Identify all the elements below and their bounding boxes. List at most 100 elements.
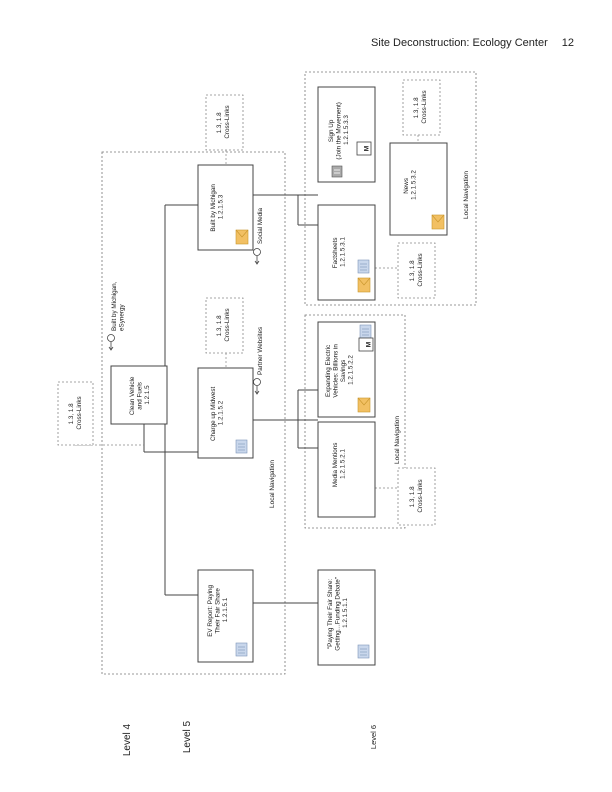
node-line: 1.2.1.5.1.1 <box>342 598 349 628</box>
level-5-label: Level 5 <box>182 720 193 753</box>
node-line: Expanding Electric <box>325 345 332 397</box>
m-badge-box <box>358 337 374 352</box>
m-badge-box <box>356 141 372 156</box>
cross-links-ref: 1.3, 1.8 <box>409 260 416 282</box>
external-link-label: Built by Michigan, eSynergy <box>111 280 126 331</box>
node-line: Clean Vehicle <box>129 376 136 415</box>
clean-vehicle-label: Clean Vehicle and Fuels 1.2.1.5 <box>129 375 151 415</box>
node-line: 1.2.1.5.3 <box>218 194 225 219</box>
clean-vehicle-box <box>110 365 168 425</box>
mail-icon <box>357 397 371 413</box>
page-title: Site Deconstruction: Ecology Center <box>371 37 548 49</box>
node-line: 1.2.1.5.3.3 <box>343 115 350 145</box>
cross-links-ref: 1.3, 1.8 <box>68 403 75 425</box>
cross-links-text: Cross-Links <box>421 90 428 123</box>
node-line: and Fuels <box>137 382 144 410</box>
node-line: Factsheets <box>332 237 339 268</box>
node-line: 1.2.1.5 <box>144 385 151 405</box>
node-line: Getting…Funding Debate" <box>335 577 342 651</box>
node-line: Savings <box>340 360 347 382</box>
local-navigation-label: Local Navigation <box>394 416 401 464</box>
m-badge: M <box>366 342 373 347</box>
ev-report-label: EV Report: Paying Their Fair Share 1.2.1… <box>207 583 229 637</box>
charge-up-midwest-group-box <box>304 314 406 529</box>
page-header: Site Deconstruction: Ecology Center 12 <box>371 37 574 49</box>
mail-icon <box>235 229 249 245</box>
media-mentions-box <box>317 421 376 518</box>
node-line: 1.2.1.5.2.1 <box>340 449 347 479</box>
cross-links-text: Cross-Links <box>417 479 424 512</box>
document-icon <box>359 324 372 339</box>
cross-links-label: 1.3, 1.8 Cross-Links <box>409 253 424 286</box>
external-link-line: Built by Michigan, <box>111 281 118 331</box>
cross-links-box <box>402 79 441 136</box>
paying-fair-share-label: "Paying Their Fair Share: Getting…Fundin… <box>327 575 349 650</box>
form-icons <box>331 165 343 178</box>
cross-links-box <box>397 467 436 526</box>
local-navigation-label: Local Navigation <box>463 171 470 219</box>
local-navigation-label: Local Navigation <box>269 460 276 508</box>
cross-links-text: Cross-Links <box>76 396 83 429</box>
node-line: Their Fair Share <box>215 588 222 634</box>
document-icon <box>235 439 248 454</box>
social-media-label: Social Media <box>257 207 264 244</box>
media-mentions-label: Media Mentions 1.2.1.5.2.1 <box>332 441 347 487</box>
node-line: Vehicles: Billions in <box>333 344 340 398</box>
news-label: News 1.2.1.5.3.2 <box>403 170 418 200</box>
cross-links-box <box>205 94 244 151</box>
document-icon <box>357 644 370 659</box>
page-number: 12 <box>561 37 574 49</box>
charge-up-midwest-label: Charge up Midwest 1.2.1.5.2 <box>210 385 225 441</box>
node-line: 1.2.1.5.2 <box>218 400 225 425</box>
level-6-label: Level 6 <box>369 725 378 749</box>
cross-links-label: 1.3, 1.8 Cross-Links <box>68 396 83 429</box>
node-line: Media Mentions <box>332 443 339 487</box>
cross-links-label: 1.3, 1.8 Cross-Links <box>409 479 424 512</box>
m-badges <box>356 141 374 352</box>
built-by-michigan-group-box <box>304 71 477 306</box>
node-line: 1.2.1.5.1 <box>222 597 229 622</box>
node-line: (Join the Movement) <box>336 102 343 159</box>
cross-links-box <box>205 297 244 354</box>
sign-up-label: Sign Up (Join the Movement) 1.2.1.5.3.3 <box>328 100 350 159</box>
node-line: 1.2.1.5.2.2 <box>348 355 355 385</box>
cross-links-box <box>57 381 94 446</box>
cross-links-text: Cross-Links <box>224 105 231 138</box>
external-link-arrows <box>107 248 261 395</box>
cross-links-label: 1.3, 1.8 Cross-Links <box>216 308 231 341</box>
cross-links-ref: 1.3, 1.8 <box>413 97 420 119</box>
mail-icons <box>235 214 445 413</box>
node-line: "Paying Their Fair Share: <box>327 578 334 649</box>
cross-links-ref: 1.3, 1.8 <box>216 315 223 337</box>
cross-links-label: 1.3, 1.8 Cross-Links <box>413 90 428 123</box>
external-link-arrow-icon <box>107 334 115 351</box>
level5-group-box <box>101 151 286 675</box>
document-icon <box>357 259 370 274</box>
external-link-line: eSynergy <box>119 304 126 331</box>
cross-links-ref: 1.3, 1.8 <box>409 486 416 508</box>
external-link-arrow-icon <box>253 248 261 265</box>
node-line: Built by Michigan <box>210 184 217 232</box>
document-icon <box>235 642 248 657</box>
node-line: 1.2.1.5.3.1 <box>340 237 347 267</box>
m-badge: M <box>364 146 371 151</box>
cross-links-text: Cross-Links <box>417 253 424 286</box>
expanding-ev-label: Expanding Electric Vehicles: Billions in… <box>325 342 355 397</box>
node-line: 1.2.1.5.3.2 <box>411 170 418 200</box>
form-icon <box>331 165 343 178</box>
node-line: EV Report: Paying <box>207 584 214 636</box>
mail-icon <box>357 277 371 293</box>
node-line: Charge up Midwest <box>210 387 217 441</box>
sign-up-box <box>317 86 376 183</box>
built-by-michigan-label: Built by Michigan 1.2.1.5.3 <box>210 182 225 231</box>
cross-links-text: Cross-Links <box>224 308 231 341</box>
cross-links-ref: 1.3, 1.8 <box>216 112 223 134</box>
level-4-label: Level 4 <box>122 723 133 756</box>
factsheets-label: Factsheets 1.2.1.5.3.1 <box>332 236 347 269</box>
node-line: News <box>403 178 410 194</box>
node-line: Sign Up <box>328 119 335 142</box>
document-icons <box>235 259 372 659</box>
cross-links-label: 1.3, 1.8 Cross-Links <box>216 105 231 138</box>
mail-icon <box>431 214 445 230</box>
